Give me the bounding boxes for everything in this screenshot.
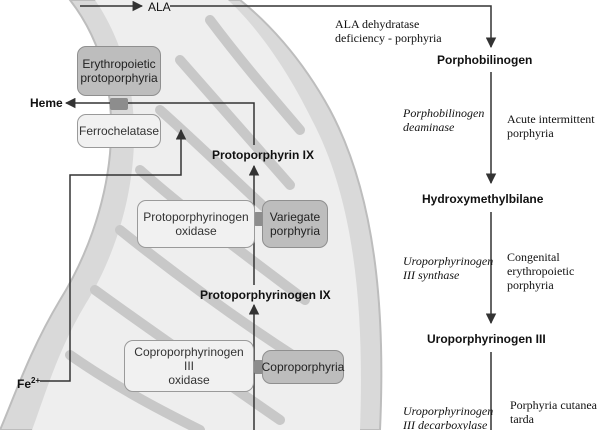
disease-porphyria-cutanea-tarda: Porphyria cutanea tarda xyxy=(510,398,597,426)
disease-coproporphyria: Coproporphyria xyxy=(262,350,344,384)
cytosol-label-backgrounds xyxy=(400,90,488,430)
enzyme-pbg-deaminase: Porphobilinogen deaminase xyxy=(403,106,485,134)
enzyme-coproporphyrinogen-oxidase: Coproporphyrinogen III oxidase xyxy=(124,340,254,392)
metabolite-fe2: Fe2+ xyxy=(17,374,40,391)
enzyme-uroporphyrinogen-iii-decarboxylase: Uroporphyrinogen III decarboxylase xyxy=(403,404,494,430)
metabolite-protoporphyrinogen-ix: Protoporphyrinogen IX xyxy=(200,288,331,302)
arrow-protoporphyrin-to-heme xyxy=(64,97,255,145)
enzyme-disease-connectors xyxy=(110,98,264,374)
metabolite-uroporphyrinogen-iii: Uroporphyrinogen III xyxy=(427,332,546,346)
disease-acute-intermittent-porphyria: Acute intermittent porphyria xyxy=(507,112,595,140)
disease-ala-dehydratase-deficiency: ALA dehydratase deficiency - porphyria xyxy=(335,17,442,45)
metabolite-heme: Heme xyxy=(30,96,63,110)
metabolite-hydroxymethylbilane: Hydroxymethylbilane xyxy=(422,192,544,206)
metabolite-porphobilinogen: Porphobilinogen xyxy=(437,53,533,67)
arrow-ala-to-porphobilinogen xyxy=(170,5,497,49)
enzyme-protoporphyrinogen-oxidase: Protoporphyrinogen oxidase xyxy=(137,200,255,248)
metabolite-ala: ALA xyxy=(148,0,171,14)
enzyme-uroporphyrinogen-iii-synthase: Uroporphyrinogen III synthase xyxy=(403,254,494,282)
disease-congenital-erythropoietic-porphyria: Congenital erythropoietic porphyria xyxy=(507,250,575,292)
disease-variegate-porphyria: Variegate porphyria xyxy=(262,200,328,248)
fe-charge: 2+ xyxy=(31,376,41,385)
metabolite-protoporphyrin-ix: Protoporphyrin IX xyxy=(212,148,314,162)
arrow-fe-to-heme xyxy=(40,128,187,382)
fe-symbol: Fe xyxy=(17,377,32,391)
enzyme-ferrochelatase: Ferrochelatase xyxy=(77,114,161,148)
disease-erythropoietic-protoporphyria: Erythropoietic protoporphyria xyxy=(77,46,161,96)
